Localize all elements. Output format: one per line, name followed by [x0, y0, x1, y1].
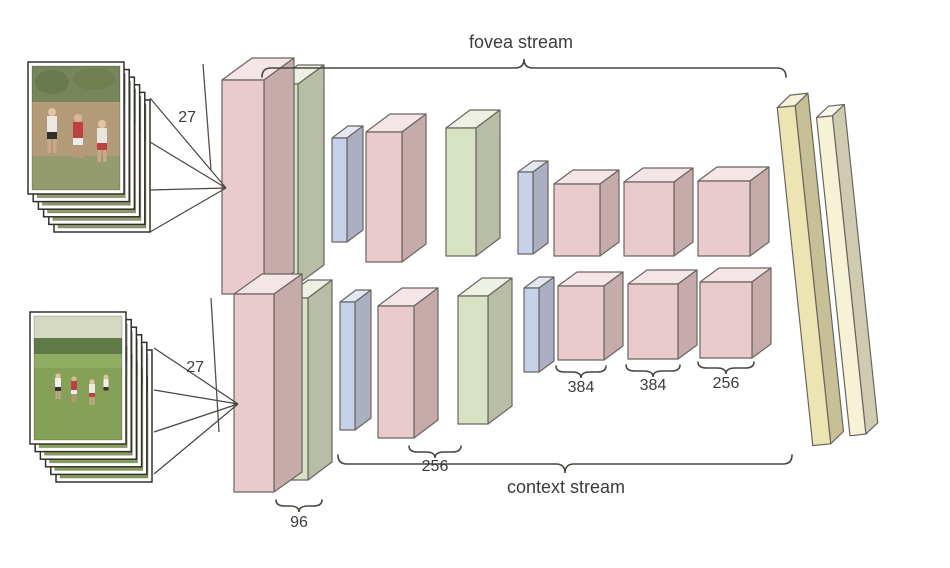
conv4-brace [625, 364, 681, 378]
fovea-input-height-label: 27 [178, 109, 196, 126]
fovea-video-frame [27, 61, 125, 195]
context-conv1-size-label: 96 [290, 514, 308, 531]
context-stream-brace [337, 454, 793, 474]
fovea-input-projection-lines [149, 97, 227, 233]
context-input-frame-stack [29, 311, 153, 483]
fovea-height-dimension-line [202, 63, 212, 171]
conv4-size-label: 384 [640, 377, 667, 394]
context-conv3-layer [557, 271, 624, 361]
dimension-indicators [202, 63, 220, 433]
fovea-conv2-layer [365, 113, 427, 263]
context-video-frame [29, 311, 127, 445]
fovea-input-frame-stack [27, 61, 151, 233]
fovea-stream-brace [261, 58, 787, 78]
context-pool2-layer [457, 277, 513, 425]
context-conv1-brace [275, 499, 323, 513]
context-input-projection-lines [153, 347, 239, 475]
context-conv2-size-label: 256 [422, 458, 449, 475]
context-conv2-layer [377, 287, 439, 439]
conv3-size-label: 384 [568, 379, 595, 396]
context-height-dimension-line [210, 297, 220, 433]
fovea-norm1-layer [331, 125, 364, 243]
conv3-brace [555, 365, 607, 379]
fovea-conv4-layer [623, 167, 694, 257]
fovea-pool2-layer [445, 109, 501, 257]
conv5-brace [697, 361, 755, 375]
context-stream-label: context stream [507, 477, 625, 497]
context-norm1-layer [339, 289, 372, 431]
fc-layer-1 [776, 92, 845, 447]
context-input-height-label: 27 [186, 359, 204, 376]
fovea-conv1-layer [221, 57, 295, 295]
fovea-conv5-layer [697, 166, 770, 257]
context-conv4-layer [627, 269, 698, 360]
fovea-norm2-layer [517, 160, 549, 255]
context-conv5-layer [699, 267, 772, 359]
fully-connected-layers [776, 92, 879, 447]
context-conv1-layer [233, 273, 303, 493]
fovea-stream-label: fovea stream [469, 32, 573, 52]
fc-layer-2 [815, 103, 879, 437]
brace-annotations [261, 58, 793, 513]
fovea-stream-layers [221, 57, 770, 295]
conv5-size-label: 256 [713, 375, 740, 392]
context-stream-layers [233, 267, 772, 493]
fovea-conv3-layer [553, 169, 620, 257]
context-conv2-brace [408, 445, 462, 459]
context-norm2-layer [523, 276, 555, 373]
